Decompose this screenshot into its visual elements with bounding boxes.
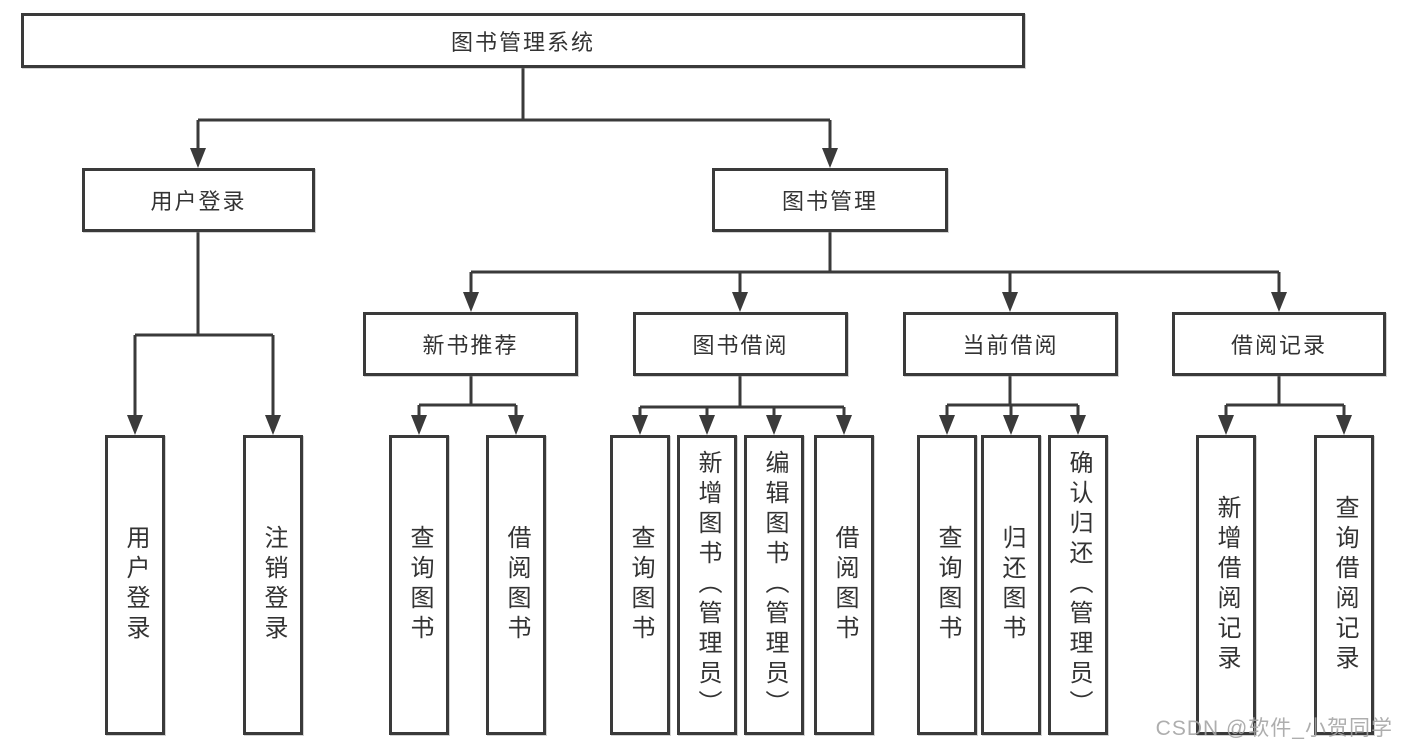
leaf-newbook-borrow-books: 借阅图书 — [486, 435, 546, 735]
node-current-borrowing-label: 当前借阅 — [962, 333, 1059, 358]
leaf-add-book-admin: 新增图书（管理员） — [677, 435, 737, 735]
leaf-add-borrow-record-label: 新增借阅记录 — [1213, 495, 1240, 675]
leaf-edit-book-admin: 编辑图书（管理员） — [744, 435, 804, 735]
arrowhead — [732, 292, 748, 312]
leaf-current-query-books-label: 查询图书 — [934, 525, 961, 645]
leaf-query-borrow-record: 查询借阅记录 — [1314, 435, 1374, 735]
arrowhead — [1003, 415, 1019, 435]
node-borrowing-records-label: 借阅记录 — [1230, 333, 1327, 358]
node-new-book-recommend-label: 新书推荐 — [422, 333, 519, 358]
arrowhead — [766, 415, 782, 435]
node-borrowing-records: 借阅记录 — [1172, 312, 1386, 376]
leaf-newbook-borrow-books-label: 借阅图书 — [503, 525, 530, 645]
leaf-newbook-query-books-label: 查询图书 — [406, 525, 433, 645]
leaf-add-borrow-record: 新增借阅记录 — [1196, 435, 1256, 735]
arrowhead — [190, 148, 206, 168]
leaf-current-query-books: 查询图书 — [917, 435, 977, 735]
node-book-borrowing: 图书借阅 — [633, 312, 848, 376]
leaf-logout-label: 注销登录 — [260, 525, 287, 645]
leaf-borrow-books-label: 借阅图书 — [831, 525, 858, 645]
arrowhead — [632, 415, 648, 435]
node-new-book-recommend: 新书推荐 — [363, 312, 578, 376]
leaf-borrow-query-books-label: 查询图书 — [627, 525, 654, 645]
leaf-newbook-query-books: 查询图书 — [389, 435, 449, 735]
leaf-add-book-admin-label: 新增图书（管理员） — [694, 450, 721, 720]
leaf-query-borrow-record-label: 查询借阅记录 — [1331, 495, 1358, 675]
node-book-borrowing-label: 图书借阅 — [692, 333, 789, 358]
arrowhead — [699, 415, 715, 435]
leaf-confirm-return-admin: 确认归还（管理员） — [1048, 435, 1108, 735]
node-user-login: 用户登录 — [82, 168, 315, 232]
node-book-management: 图书管理 — [712, 168, 948, 232]
leaf-user-login: 用户登录 — [105, 435, 165, 735]
node-root-label: 图书管理系统 — [450, 29, 595, 55]
arrowhead — [939, 415, 955, 435]
leaf-return-books-label: 归还图书 — [998, 525, 1025, 645]
arrowhead — [1070, 415, 1086, 435]
arrowhead — [463, 292, 479, 312]
arrowhead — [411, 415, 427, 435]
leaf-return-books: 归还图书 — [981, 435, 1041, 735]
arrowhead — [1271, 292, 1287, 312]
leaf-borrow-books: 借阅图书 — [814, 435, 874, 735]
leaf-user-login-label: 用户登录 — [122, 525, 149, 645]
arrowhead — [508, 415, 524, 435]
leaf-borrow-query-books: 查询图书 — [610, 435, 670, 735]
node-book-management-label: 图书管理 — [781, 189, 878, 214]
arrowhead — [1336, 415, 1352, 435]
arrowhead — [1218, 415, 1234, 435]
csdn-watermark: CSDN @软件_小贺同学 — [1155, 717, 1393, 740]
node-root: 图书管理系统 — [21, 13, 1025, 68]
leaf-edit-book-admin-label: 编辑图书（管理员） — [761, 450, 788, 720]
arrowhead — [822, 148, 838, 168]
node-user-login-label: 用户登录 — [150, 189, 247, 214]
arrowhead — [836, 415, 852, 435]
leaf-logout: 注销登录 — [243, 435, 303, 735]
arrowhead — [1002, 292, 1018, 312]
node-current-borrowing: 当前借阅 — [903, 312, 1118, 376]
arrowhead — [127, 415, 143, 435]
arrowhead — [265, 415, 281, 435]
leaf-confirm-return-admin-label: 确认归还（管理员） — [1065, 450, 1092, 720]
